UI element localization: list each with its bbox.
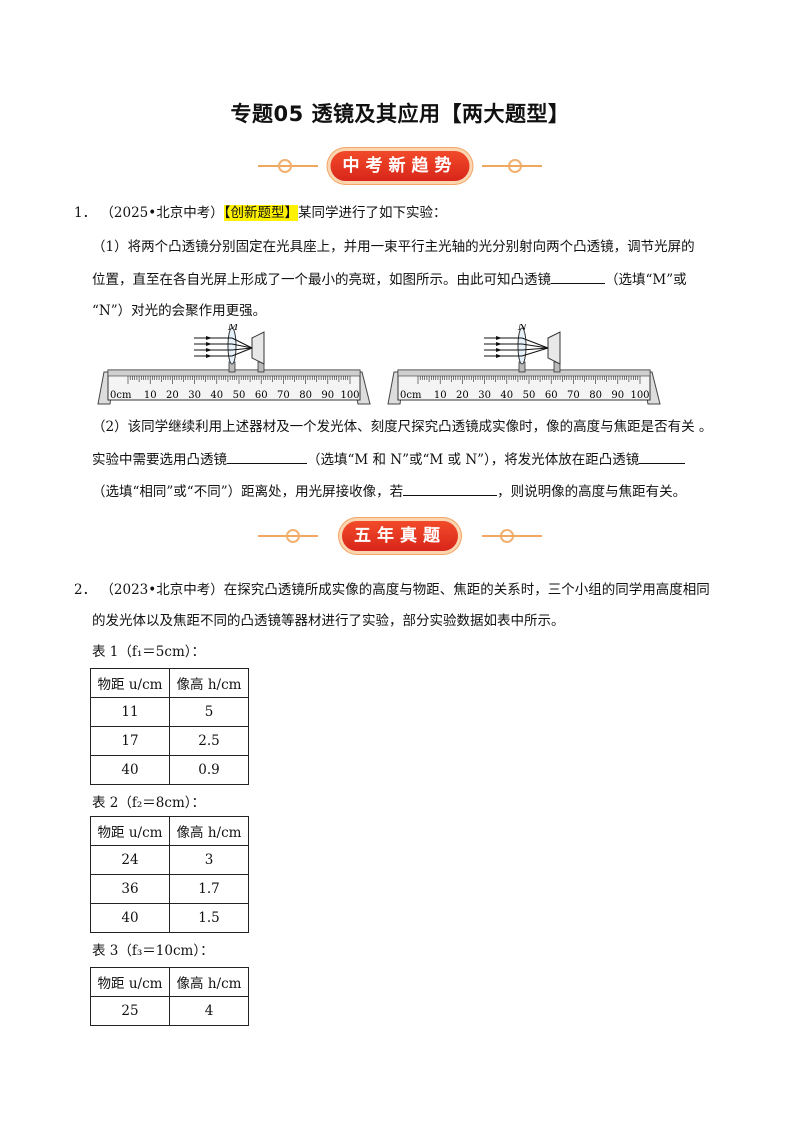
scale-unit-label: 0cm <box>110 390 132 401</box>
q1-part1-line1: （1）将两个凸透镜分别固定在光具座上，并用一束平行主光轴的光分别射向两个凸透镜，… <box>92 239 695 255</box>
page-title: 专题05 透镜及其应用【两大题型】 <box>230 102 570 126</box>
ruler-tick-label: 30 <box>478 390 491 401</box>
ruler-tick-label: 90 <box>321 390 334 401</box>
optical-bench-m: 10 20 30 40 50 60 70 80 90 100 M 0cm <box>97 324 371 405</box>
tag-badge: 【创新题型】 <box>223 205 298 221</box>
ruler-tick-label: 50 <box>523 390 536 401</box>
ruler-tick-label: 30 <box>188 390 201 401</box>
table-3-caption: 表 3（f₃＝10cm）： <box>92 943 214 959</box>
ruler-tick-label: 20 <box>166 390 179 401</box>
q2-stem-line2: 的发光体以及焦距不同的凸透镜等器材进行了实验，部分实验数据如表中所示。 <box>92 613 565 629</box>
q1-part1-line3: “N”）对光的会聚作用更强。 <box>92 303 267 319</box>
question-2-header: 2． （2023•北京中考）在探究凸透镜所成实像的高度与物距、焦距的关系时，三个… <box>74 582 710 598</box>
ruler-tick-label: 60 <box>255 390 268 401</box>
ruler-tick-label: 80 <box>589 390 602 401</box>
ruler-tick-label: 20 <box>456 390 469 401</box>
ruler-tick-label: 40 <box>210 390 223 401</box>
ruler-tick-label: 10 <box>144 390 157 401</box>
ornament-icon <box>278 159 292 173</box>
ruler-tick-label: 50 <box>233 390 246 401</box>
table-2-caption: 表 2（f₂＝8cm）： <box>92 795 205 811</box>
question-1-header: 1． （2025•北京中考）【创新题型】某同学进行了如下实验： <box>74 205 447 221</box>
ruler-tick-label: 90 <box>611 390 624 401</box>
ruler-tick-label: 40 <box>500 390 513 401</box>
ornament-icon <box>286 529 300 543</box>
section-banner-past-exams: 五年真题 <box>0 518 800 558</box>
q1-part2-line1: （2）该同学继续利用上述器材及一个发光体、刻度尺探究凸透镜成实像时，像的高度与焦… <box>92 419 713 435</box>
ruler-tick-label: 100 <box>630 390 649 401</box>
banner-label: 中考新趋势 <box>330 151 470 181</box>
answer-blank[interactable] <box>551 269 605 284</box>
lens-n-label: N <box>517 324 528 333</box>
optical-bench-n: 10 20 30 40 50 60 70 80 90 100 N 0cm <box>387 324 661 405</box>
q1-part2-line3: （选填“相同”或“不同”）距离处，用光屏接收像，若，则说明像的高度与焦距有关。 <box>92 481 686 502</box>
answer-blank[interactable] <box>639 449 686 464</box>
ruler-tick-label: 60 <box>545 390 558 401</box>
answer-blank[interactable] <box>403 481 498 496</box>
ruler-tick-label: 80 <box>299 390 312 401</box>
answer-blank[interactable] <box>227 449 307 464</box>
q1-part1-line2: 位置，直至在各自光屏上形成了一个最小的亮斑，如图所示。由此可知凸透镜（选填“M”… <box>92 269 687 290</box>
lens-m-label: M <box>227 324 239 333</box>
optical-bench-figure: 10 20 30 40 50 60 70 80 90 100 M 0cm <box>97 324 661 405</box>
q1-part2-line2: 实验中需要选用凸透镜（选填“M 和 N”或“M 或 N”），将发光体放在距凸透镜 <box>92 449 686 470</box>
table-1-caption: 表 1（f₁＝5cm）： <box>92 644 205 660</box>
section-banner-trend: 中考新趋势 <box>0 148 800 188</box>
ruler-tick-label: 70 <box>277 390 290 401</box>
banner-label: 五年真题 <box>342 521 458 551</box>
ruler-tick-label: 10 <box>434 390 447 401</box>
ruler-tick-label: 70 <box>567 390 580 401</box>
scale-unit-label: 0cm <box>400 390 422 401</box>
ruler-tick-label: 100 <box>340 390 359 401</box>
